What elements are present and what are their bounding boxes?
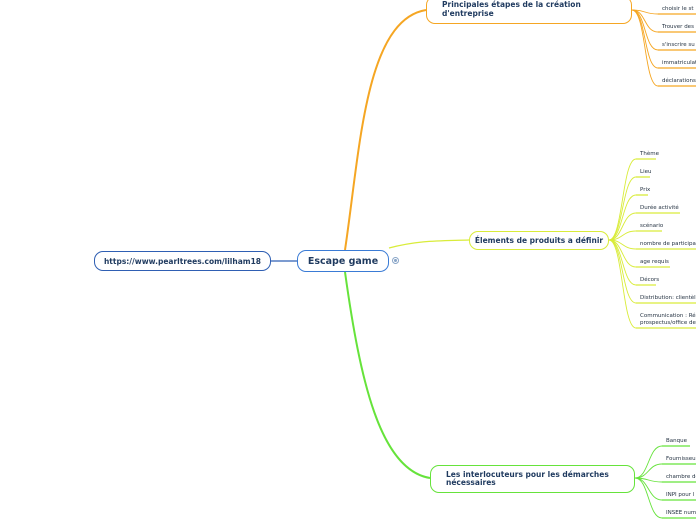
central-topic[interactable]: Escape game	[297, 250, 389, 272]
branch-product-elements[interactable]: Élements de produits a définir	[469, 231, 609, 250]
leaf-topic[interactable]: déclarations	[662, 78, 696, 85]
leaf-topic[interactable]: nombre de participa	[640, 241, 696, 248]
leaf-connector	[631, 9, 659, 87]
leaf-topic[interactable]: chambre de	[666, 474, 696, 481]
leaf-connector	[608, 212, 637, 241]
leaf-topic-label: chambre de	[666, 474, 696, 480]
leaf-topic[interactable]: Durée activité	[640, 205, 679, 212]
leaf-topic[interactable]: Fournisseu	[666, 456, 696, 463]
leaf-topic-label: prospectus/office de	[640, 320, 696, 326]
link-topic[interactable]: https://www.pearltrees.com/lilham18	[94, 251, 271, 271]
branch-interlocutors[interactable]: Les interlocuteurs pour les démarches né…	[430, 465, 635, 493]
leaf-connector	[608, 230, 637, 241]
leaf-connector	[634, 445, 663, 479]
leaf-topic[interactable]: INPI pour l	[666, 492, 694, 499]
leaf-topic[interactable]: Lieu	[640, 169, 651, 176]
leaf-topic[interactable]: scénario	[640, 223, 663, 230]
leaf-topic-label: Durée activité	[640, 205, 679, 211]
leaf-topic[interactable]: Décors	[640, 277, 659, 284]
leaf-topic-label: Distribution: clientèl	[640, 295, 696, 301]
leaf-connector	[608, 239, 637, 329]
connector-root-branch-2	[388, 239, 470, 249]
leaf-topic[interactable]: Banque	[666, 438, 687, 445]
leaf-topic[interactable]: Prix	[640, 187, 650, 194]
leaf-connector	[631, 9, 659, 51]
leaf-topic-label: INPI pour l	[666, 492, 695, 498]
leaf-topic[interactable]: s'inscrire su	[662, 42, 695, 49]
leaf-topic-label: Communication : Ré	[640, 313, 696, 319]
leaf-connector	[608, 176, 637, 241]
leaf-connector	[631, 9, 659, 69]
leaf-connector	[634, 463, 663, 479]
leaf-topic-label: Prix	[640, 187, 651, 193]
leaf-connector	[608, 158, 637, 241]
leaf-topic-label: Fournisseu	[666, 456, 696, 462]
leaf-topic-label: choisir le st	[662, 6, 694, 12]
leaf-topic-label: déclarations	[662, 78, 696, 84]
collapse-toggle-icon[interactable]	[392, 257, 399, 264]
leaf-topic[interactable]: choisir le st	[662, 6, 694, 13]
leaf-topic-label: Décors	[640, 277, 660, 283]
branch-creation-steps[interactable]: Principales étapes de la création d'entr…	[426, 0, 632, 24]
leaf-topic-label: immatriculat	[662, 60, 696, 66]
leaf-topic[interactable]: Thème	[640, 151, 659, 158]
leaf-topic-label: Thème	[640, 151, 659, 157]
leaf-topic-label: nombre de participa	[640, 241, 696, 247]
connector-root-branch-3	[344, 271, 431, 479]
leaf-topic[interactable]: Trouver des	[662, 24, 694, 31]
leaf-topic-label: INSEE num	[666, 510, 696, 516]
leaf-topic[interactable]: INSEE num	[666, 510, 696, 517]
leaf-topic-label: Trouver des	[662, 24, 694, 30]
leaf-topic[interactable]: immatriculat	[662, 60, 696, 67]
leaf-topic-label: scénario	[640, 223, 664, 229]
leaf-connector	[608, 194, 637, 241]
leaf-topic-label: s'inscrire su	[662, 42, 695, 48]
leaf-connector	[608, 239, 637, 286]
leaf-topic[interactable]: Distribution: clientèl	[640, 295, 696, 302]
leaf-topic-label: Banque	[666, 438, 687, 444]
leaf-topic[interactable]: age requis	[640, 259, 669, 266]
connector-root-branch-1	[344, 9, 427, 251]
leaf-connector	[634, 477, 663, 519]
leaf-topic-label: age requis	[640, 259, 669, 265]
leaf-topic-label: Lieu	[640, 169, 652, 175]
leaf-connector	[608, 239, 637, 304]
